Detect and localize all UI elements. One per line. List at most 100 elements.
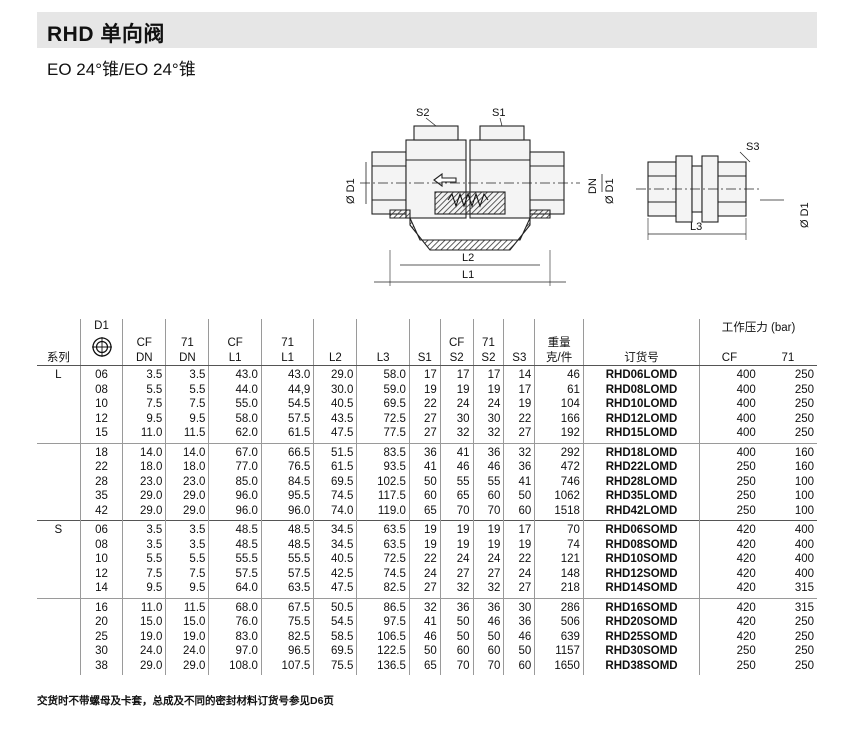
cell-71-dn: 11.5 bbox=[165, 426, 209, 443]
cell-cf-l1: 43.0 bbox=[208, 365, 262, 383]
cell-71-l1: 107.5 bbox=[260, 658, 314, 675]
cell-cf-dn: 11.0 bbox=[122, 597, 166, 615]
cell-l2: 75.5 bbox=[313, 658, 357, 675]
cell-cf-dn: 7.5 bbox=[122, 397, 166, 412]
cell-71-dn: 19.0 bbox=[165, 629, 209, 644]
cell-71-l1: 84.5 bbox=[260, 474, 314, 489]
cell-weight: 148 bbox=[534, 566, 584, 581]
cell-weight: 506 bbox=[534, 615, 584, 630]
cell-l3: 102.5 bbox=[356, 474, 410, 489]
cell-pressure-cf: 420 bbox=[699, 537, 759, 552]
cell-l2: 40.5 bbox=[313, 397, 357, 412]
cell-d1: 42 bbox=[79, 503, 123, 521]
cell-cf-s2: 27 bbox=[439, 566, 473, 581]
cell-71-dn: 24.0 bbox=[165, 644, 209, 659]
cell-order-code: RHD25SOMD bbox=[582, 629, 700, 644]
cell-series bbox=[37, 644, 80, 659]
cell-weight: 70 bbox=[534, 520, 584, 538]
cell-cf-dn: 15.0 bbox=[122, 615, 166, 630]
title-bar: RHD 单向阀 bbox=[37, 12, 817, 48]
cell-pressure-71: 250 bbox=[794, 630, 814, 643]
cell-pressure-71: 100 bbox=[794, 475, 814, 488]
cell-pressure-cf: 420 bbox=[699, 629, 759, 644]
cell-series: S bbox=[37, 520, 81, 538]
page-subtitle: EO 24°锥/EO 24°锥 bbox=[47, 60, 196, 79]
cell-l2: 34.5 bbox=[313, 520, 357, 538]
col-d1-label: D1 bbox=[94, 320, 109, 332]
cell-pressure-cf: 400 bbox=[699, 411, 759, 426]
cell-order-code: RHD08LOMD bbox=[582, 382, 700, 397]
cell-71-s2: 36 bbox=[472, 442, 504, 460]
tube-cross-section-icon bbox=[91, 336, 112, 357]
cell-71-s2: 32 bbox=[472, 581, 504, 598]
cell-l2: 47.5 bbox=[313, 581, 357, 598]
cell-pressure-cf: 420 bbox=[699, 520, 759, 538]
cell-pressure-cf: 400 bbox=[699, 426, 759, 443]
cell-l3: 97.5 bbox=[356, 615, 410, 630]
cell-pressure-71: 400 bbox=[758, 520, 817, 538]
cell-71-s2: 36 bbox=[472, 597, 504, 615]
cell-s1: 19 bbox=[408, 537, 441, 552]
cell-weight: 192 bbox=[534, 426, 584, 443]
cell-l2: 74.5 bbox=[313, 489, 357, 504]
cell-s1: 32 bbox=[408, 597, 441, 615]
cell-series bbox=[37, 397, 80, 412]
cell-71-l1: 57.5 bbox=[260, 566, 314, 581]
cell-pressure-71: 250 bbox=[794, 383, 814, 396]
cell-s1: 22 bbox=[408, 397, 441, 412]
cell-cf-s2: 32 bbox=[439, 581, 473, 598]
cell-71-l1: 43.0 bbox=[260, 365, 314, 383]
col-series: 系列 bbox=[37, 319, 81, 366]
cell-d1: 10 bbox=[79, 397, 123, 412]
cell-l3: 86.5 bbox=[356, 597, 410, 615]
cell-71-dn: 29.0 bbox=[165, 503, 209, 521]
cell-cf-s2: 36 bbox=[439, 597, 473, 615]
cell-71-l1: 57.5 bbox=[260, 411, 314, 426]
cell-cf-s2: 50 bbox=[439, 629, 473, 644]
cell-cf-dn: 9.5 bbox=[122, 411, 166, 426]
valve-outline-view bbox=[636, 151, 784, 240]
cell-s1: 27 bbox=[408, 426, 441, 443]
cell-order-code: RHD28LOMD bbox=[582, 474, 700, 489]
cell-71-l1: 61.5 bbox=[260, 426, 314, 443]
cell-cf-s2: 50 bbox=[439, 615, 473, 630]
cell-71-s2: 30 bbox=[472, 411, 504, 426]
col-weight-bottom: 克/件 bbox=[546, 351, 573, 364]
label-l2: L2 bbox=[462, 252, 474, 264]
cell-s1: 50 bbox=[408, 474, 441, 489]
cell-d1: 35 bbox=[79, 489, 123, 504]
cell-s3: 32 bbox=[503, 442, 535, 460]
cell-s1: 41 bbox=[408, 615, 441, 630]
cell-cf-l1: 48.5 bbox=[208, 537, 262, 552]
cell-71-dn: 9.5 bbox=[165, 581, 209, 598]
cell-l2: 61.5 bbox=[313, 460, 357, 475]
cell-s3: 30 bbox=[503, 597, 535, 615]
label-s2: S2 bbox=[416, 107, 429, 119]
cell-pressure-cf: 400 bbox=[699, 397, 759, 412]
cell-l2: 47.5 bbox=[313, 426, 357, 443]
cell-71-dn: 3.5 bbox=[165, 520, 209, 538]
col-l3: L3 bbox=[356, 319, 410, 366]
cell-order-code: RHD08SOMD bbox=[582, 537, 700, 552]
cell-71-l1: 63.5 bbox=[260, 581, 314, 598]
cell-cf-l1: 62.0 bbox=[208, 426, 262, 443]
valve-section-view bbox=[360, 117, 603, 286]
cell-pressure-cf: 420 bbox=[699, 597, 759, 615]
cell-series bbox=[37, 383, 80, 398]
cell-cf-dn: 29.0 bbox=[122, 503, 166, 521]
cell-order-code: RHD06SOMD bbox=[582, 520, 700, 538]
col-71-dn-top: 71 bbox=[180, 337, 194, 349]
cell-pressure-cf: 400 bbox=[699, 382, 759, 397]
cell-d1: 12 bbox=[79, 566, 123, 581]
cell-s1: 41 bbox=[408, 460, 441, 475]
cell-cf-dn: 9.5 bbox=[122, 581, 166, 598]
page-title: RHD 单向阀 bbox=[47, 23, 165, 46]
cell-weight: 746 bbox=[534, 474, 584, 489]
